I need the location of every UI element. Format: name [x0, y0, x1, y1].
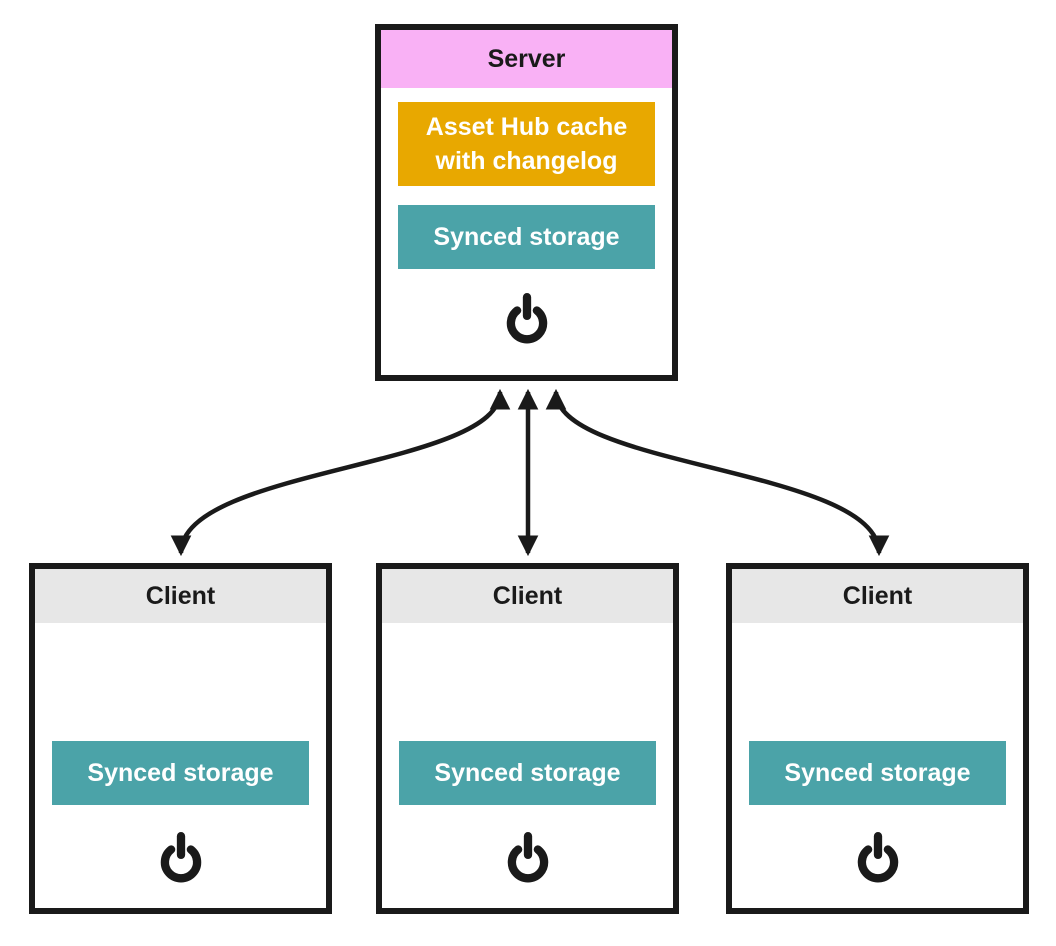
- client-node-3: Client Synced storage: [726, 563, 1029, 914]
- client-2-synced-storage-block: Synced storage: [399, 741, 656, 805]
- client-node-1: Client Synced storage: [29, 563, 332, 914]
- power-icon: [155, 831, 207, 885]
- client-3-synced-storage-block: Synced storage: [749, 741, 1006, 805]
- client-node-2: Client Synced storage: [376, 563, 679, 914]
- client-2-title: Client: [382, 569, 673, 623]
- client-3-title: Client: [732, 569, 1023, 623]
- server-node: Server Asset Hub cache with changelog Sy…: [375, 24, 678, 381]
- client-1-title: Client: [35, 569, 326, 623]
- asset-hub-cache-block: Asset Hub cache with changelog: [398, 102, 655, 186]
- client-1-synced-storage-block: Synced storage: [52, 741, 309, 805]
- arrow-client1-server: [170, 388, 511, 557]
- server-synced-storage-block: Synced storage: [398, 205, 655, 269]
- power-icon: [501, 292, 553, 346]
- arrow-client3-server: [545, 388, 890, 557]
- power-icon: [852, 831, 904, 885]
- server-title: Server: [381, 30, 672, 88]
- power-icon: [502, 831, 554, 885]
